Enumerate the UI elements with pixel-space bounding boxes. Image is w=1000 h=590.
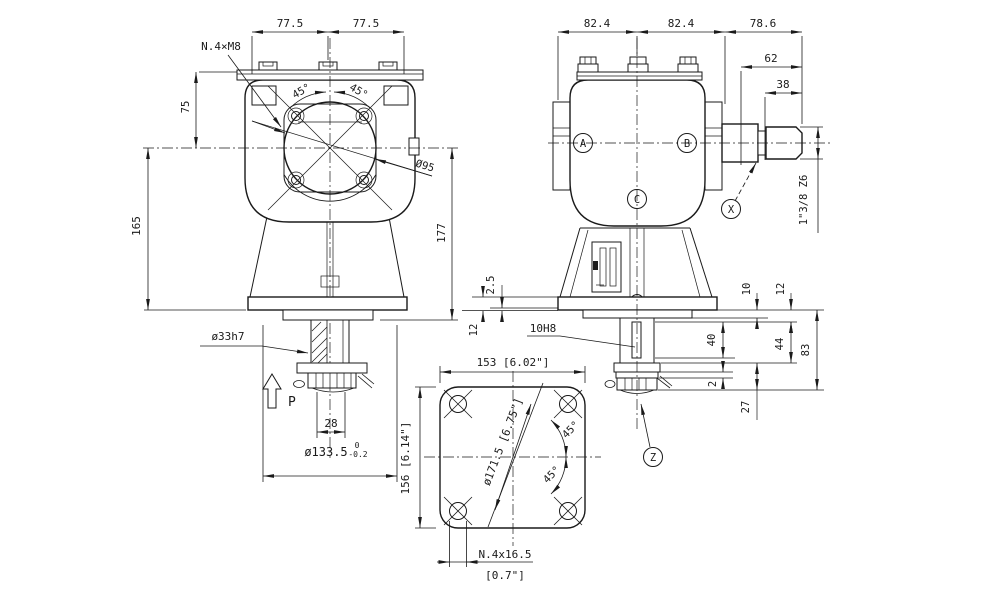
side-view: A B C X Z 82.4 82. <box>462 17 830 467</box>
dim-28: 28 <box>316 392 346 438</box>
dim-82-4-mid: 82.4 <box>668 17 695 30</box>
tolerance-upper: 0 <box>355 441 360 450</box>
dim-27: 27 <box>740 363 759 420</box>
dim-44-label: 44 <box>774 338 786 351</box>
dim-82-4-left: 82.4 <box>584 17 611 30</box>
dim-2-label: 2 <box>707 381 719 387</box>
keyway <box>631 321 642 359</box>
balloon-a-label: A <box>580 138 587 150</box>
dim-hole-size: N.4x16.5 [0.7"] <box>437 521 533 582</box>
cotter-pin <box>357 373 375 389</box>
dim-2: 2 <box>707 361 725 389</box>
dim-177-label: 177 <box>435 223 448 243</box>
dim-153-label: 153 [6.02"] <box>477 356 550 369</box>
dim-177: 177 <box>380 148 458 321</box>
balloon-b-label: B <box>684 138 690 150</box>
dim-153: 153 [6.02"] <box>439 356 586 383</box>
dim-165: 165 <box>130 148 246 311</box>
top-mounting-tabs <box>258 61 398 71</box>
dim-28-label: 28 <box>324 417 337 430</box>
balloon-a: A <box>573 133 593 153</box>
dim-77-5-right: 77.5 <box>353 17 380 30</box>
nameplate <box>591 241 622 293</box>
dim-40-label: 40 <box>706 334 718 347</box>
dim-40: 40 <box>706 322 725 358</box>
balloon-z-label: Z <box>650 452 656 464</box>
balloon-c-label: C <box>634 194 640 206</box>
view-arrow-label: P <box>288 395 296 410</box>
dim-75-label: 75 <box>180 101 192 114</box>
hole-note-label: N.4x16.5 <box>479 548 532 561</box>
dim-156-label: 156 [6.14"] <box>399 422 412 495</box>
hole-note-inch-label: [0.7"] <box>485 569 525 582</box>
dim-83-label: 83 <box>800 344 812 357</box>
dim-12-right-label: 12 <box>775 283 787 296</box>
oil-plug <box>408 137 420 156</box>
dim-165-label: 165 <box>130 216 143 236</box>
shaft-hatching <box>311 321 328 364</box>
balloon-x: X <box>721 162 757 219</box>
dim-62: 62 <box>740 52 802 165</box>
dim-10: 10 <box>741 283 759 329</box>
front-view: Ø95 45° 45° 77.5 77.5 75 165 <box>130 17 458 482</box>
dim-38-label: 38 <box>776 78 789 91</box>
shaft-diameter-label: ø33h7 <box>211 330 244 343</box>
dim-2-5-label: 2.5 <box>485 276 497 295</box>
base-flange-side <box>557 296 718 311</box>
dim-133-5: ø133.5 0 -0.2 <box>262 325 398 482</box>
flange-mounting-holes <box>443 389 583 526</box>
dim-side-width: 82.4 82.4 78.6 <box>557 17 803 124</box>
dim-77-5-left: 77.5 <box>277 17 304 30</box>
balloon-z: Z <box>640 403 663 467</box>
base-flange-outline <box>439 386 586 529</box>
dim-62-label: 62 <box>764 52 777 65</box>
bore-diameter-label: Ø95 <box>414 158 436 175</box>
dim-spline-spec: 1"3/8 Z6 <box>798 126 823 233</box>
dim-flange-left-group: 2.5 12 <box>462 276 558 337</box>
tolerance-lower: -0.2 <box>348 450 367 459</box>
dim-156: 156 [6.14"] <box>399 386 436 529</box>
dim-12-left-label: 12 <box>468 324 480 337</box>
bolt-note-label: N.4×M8 <box>201 40 241 53</box>
castle-nut-front <box>307 372 357 389</box>
top-bolts <box>577 56 699 73</box>
view-direction-arrow <box>262 373 282 409</box>
dim-27-label: 27 <box>740 401 752 414</box>
keyway-spec-label: 10H8 <box>530 322 557 335</box>
balloon-x-label: X <box>728 204 735 216</box>
pilot-diameter-label: ø133.5 <box>304 445 347 459</box>
dim-78-6: 78.6 <box>750 17 777 30</box>
flange-bolt-holes <box>287 107 373 189</box>
dim-44: 44 <box>774 322 793 363</box>
balloon-c: C <box>627 189 647 209</box>
dim-83: 83 <box>800 310 819 390</box>
base-flange-front <box>247 296 408 311</box>
spline-spec-label: 1"3/8 Z6 <box>798 175 810 226</box>
dim-75: 75 <box>180 71 237 148</box>
dim-38: 38 <box>764 78 802 160</box>
dim-10-label: 10 <box>741 283 753 296</box>
balloon-b: B <box>677 133 697 153</box>
dim-front-width: 77.5 77.5 <box>251 17 405 74</box>
